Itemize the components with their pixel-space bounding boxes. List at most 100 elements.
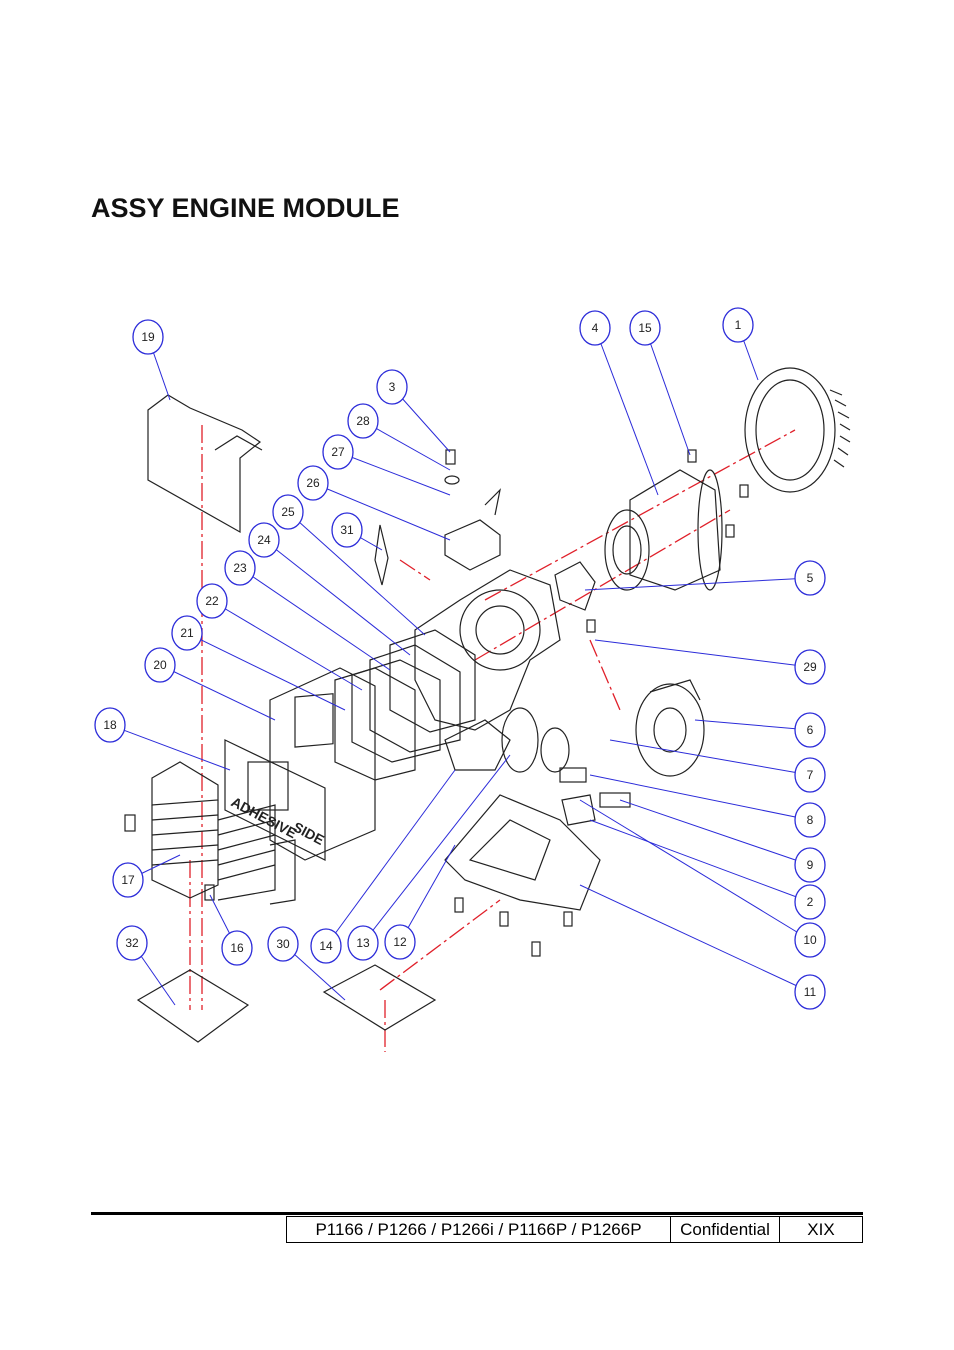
part-number-30: 30 bbox=[276, 937, 290, 951]
part-number-27: 27 bbox=[331, 445, 345, 459]
callout-bubble-4 bbox=[579, 310, 611, 346]
callout-bubble-2 bbox=[794, 884, 826, 920]
callout-leader-18 bbox=[109, 724, 231, 771]
footer-table: P1166 / P1266 / P1266i / P1166P / P1266P… bbox=[286, 1216, 863, 1243]
callout-bubble-9 bbox=[794, 847, 826, 883]
part-number-12: 12 bbox=[393, 935, 407, 949]
callout-leader-26 bbox=[312, 482, 451, 541]
callout-leader-23 bbox=[239, 567, 391, 671]
callout-leader-20 bbox=[159, 664, 276, 721]
part-number-11: 11 bbox=[804, 985, 817, 999]
part-number-7: 7 bbox=[807, 768, 814, 782]
callout-leader-21 bbox=[186, 632, 346, 711]
callout-leader-2 bbox=[589, 819, 811, 903]
footer-confidential: Confidential bbox=[670, 1216, 780, 1243]
callout-leader-25 bbox=[287, 511, 426, 636]
callout-bubble-31 bbox=[331, 512, 363, 548]
callout-bubble-29 bbox=[794, 649, 826, 685]
centerlines bbox=[189, 425, 796, 1052]
part-number-13: 13 bbox=[356, 936, 370, 950]
part-number-20: 20 bbox=[153, 658, 167, 672]
callout-bubble-14 bbox=[310, 928, 342, 964]
callout-leader-15 bbox=[644, 327, 691, 456]
callout-bubble-22 bbox=[196, 583, 228, 619]
callout-leader-14 bbox=[325, 769, 456, 947]
part-number-6: 6 bbox=[807, 723, 814, 737]
callout-bubble-26 bbox=[297, 465, 329, 501]
part-number-14: 14 bbox=[319, 939, 333, 953]
callout-leader-24 bbox=[263, 539, 411, 656]
callout-bubble-3 bbox=[376, 369, 408, 405]
callout-bubble-16 bbox=[221, 930, 253, 966]
callout-leader-10 bbox=[579, 799, 811, 941]
part-number-4: 4 bbox=[592, 321, 599, 335]
callout-leader-4 bbox=[594, 327, 659, 496]
side-label: SIDE bbox=[291, 819, 327, 848]
part-number-16: 16 bbox=[230, 941, 244, 955]
callout-leader-9 bbox=[619, 799, 811, 866]
callout-bubble-5 bbox=[794, 560, 826, 596]
callout-leader-6 bbox=[694, 719, 811, 731]
callout-leader-13 bbox=[362, 754, 511, 944]
callout-bubble-6 bbox=[794, 712, 826, 748]
part-number-28: 28 bbox=[356, 414, 370, 428]
part-number-8: 8 bbox=[807, 813, 814, 827]
part-number-25: 25 bbox=[281, 505, 295, 519]
callout-leader-11 bbox=[579, 884, 811, 993]
callouts: 1234567891011121314151617181920212223242… bbox=[94, 307, 826, 1010]
part-number-22: 22 bbox=[205, 594, 219, 608]
callout-bubble-8 bbox=[794, 802, 826, 838]
part-number-19: 19 bbox=[141, 330, 155, 344]
callout-bubble-17 bbox=[112, 862, 144, 898]
callout-bubble-24 bbox=[248, 522, 280, 558]
heat-sink bbox=[151, 761, 296, 905]
part-outlines bbox=[124, 367, 851, 1043]
part-number-23: 23 bbox=[233, 561, 247, 575]
part-number-29: 29 bbox=[803, 660, 817, 674]
part-number-18: 18 bbox=[103, 718, 117, 732]
part-number-10: 10 bbox=[803, 933, 817, 947]
callout-leader-29 bbox=[594, 639, 811, 668]
callout-bubble-30 bbox=[267, 926, 299, 962]
callout-leader-12 bbox=[399, 844, 456, 943]
callout-leader-22 bbox=[211, 600, 363, 691]
callout-bubble-27 bbox=[322, 434, 354, 470]
callout-bubble-1 bbox=[722, 307, 754, 343]
callout-bubble-23 bbox=[224, 550, 256, 586]
callout-bubble-20 bbox=[144, 647, 176, 683]
part-number-17: 17 bbox=[121, 873, 135, 887]
callout-bubble-28 bbox=[347, 403, 379, 439]
screws bbox=[124, 449, 749, 957]
footer-page-number: XIX bbox=[779, 1216, 863, 1243]
exploded-view-svg: ADHESIVE SIDE 12345678910111213141516171… bbox=[94, 307, 851, 1052]
callout-bubble-25 bbox=[272, 494, 304, 530]
callout-bubble-15 bbox=[629, 310, 661, 346]
part-number-3: 3 bbox=[389, 380, 396, 394]
callout-leader-28 bbox=[362, 420, 451, 471]
part-number-1: 1 bbox=[735, 318, 742, 332]
part-number-5: 5 bbox=[807, 571, 814, 585]
callout-leader-5 bbox=[584, 577, 811, 591]
page-title: ASSY ENGINE MODULE bbox=[91, 193, 400, 223]
part-number-15: 15 bbox=[638, 321, 652, 335]
callout-leader-7 bbox=[609, 739, 811, 776]
callout-bubble-7 bbox=[794, 757, 826, 793]
part-number-21: 21 bbox=[180, 626, 194, 640]
callout-bubble-10 bbox=[794, 922, 826, 958]
callout-leader-27 bbox=[337, 451, 451, 496]
part-number-2: 2 bbox=[807, 895, 814, 909]
callout-bubble-21 bbox=[171, 615, 203, 651]
callout-bubble-13 bbox=[347, 925, 379, 961]
callout-bubble-12 bbox=[384, 924, 416, 960]
part-number-32: 32 bbox=[125, 936, 139, 950]
part-number-26: 26 bbox=[306, 476, 320, 490]
callout-bubble-18 bbox=[94, 707, 126, 743]
part-number-31: 31 bbox=[340, 523, 354, 537]
footer-models: P1166 / P1266 / P1266i / P1166P / P1266P bbox=[286, 1216, 671, 1243]
callout-bubble-32 bbox=[116, 925, 148, 961]
callout-leader-8 bbox=[589, 774, 811, 821]
footer-rule bbox=[91, 1212, 863, 1215]
callout-bubble-11 bbox=[794, 974, 826, 1010]
callout-bubble-19 bbox=[132, 319, 164, 355]
